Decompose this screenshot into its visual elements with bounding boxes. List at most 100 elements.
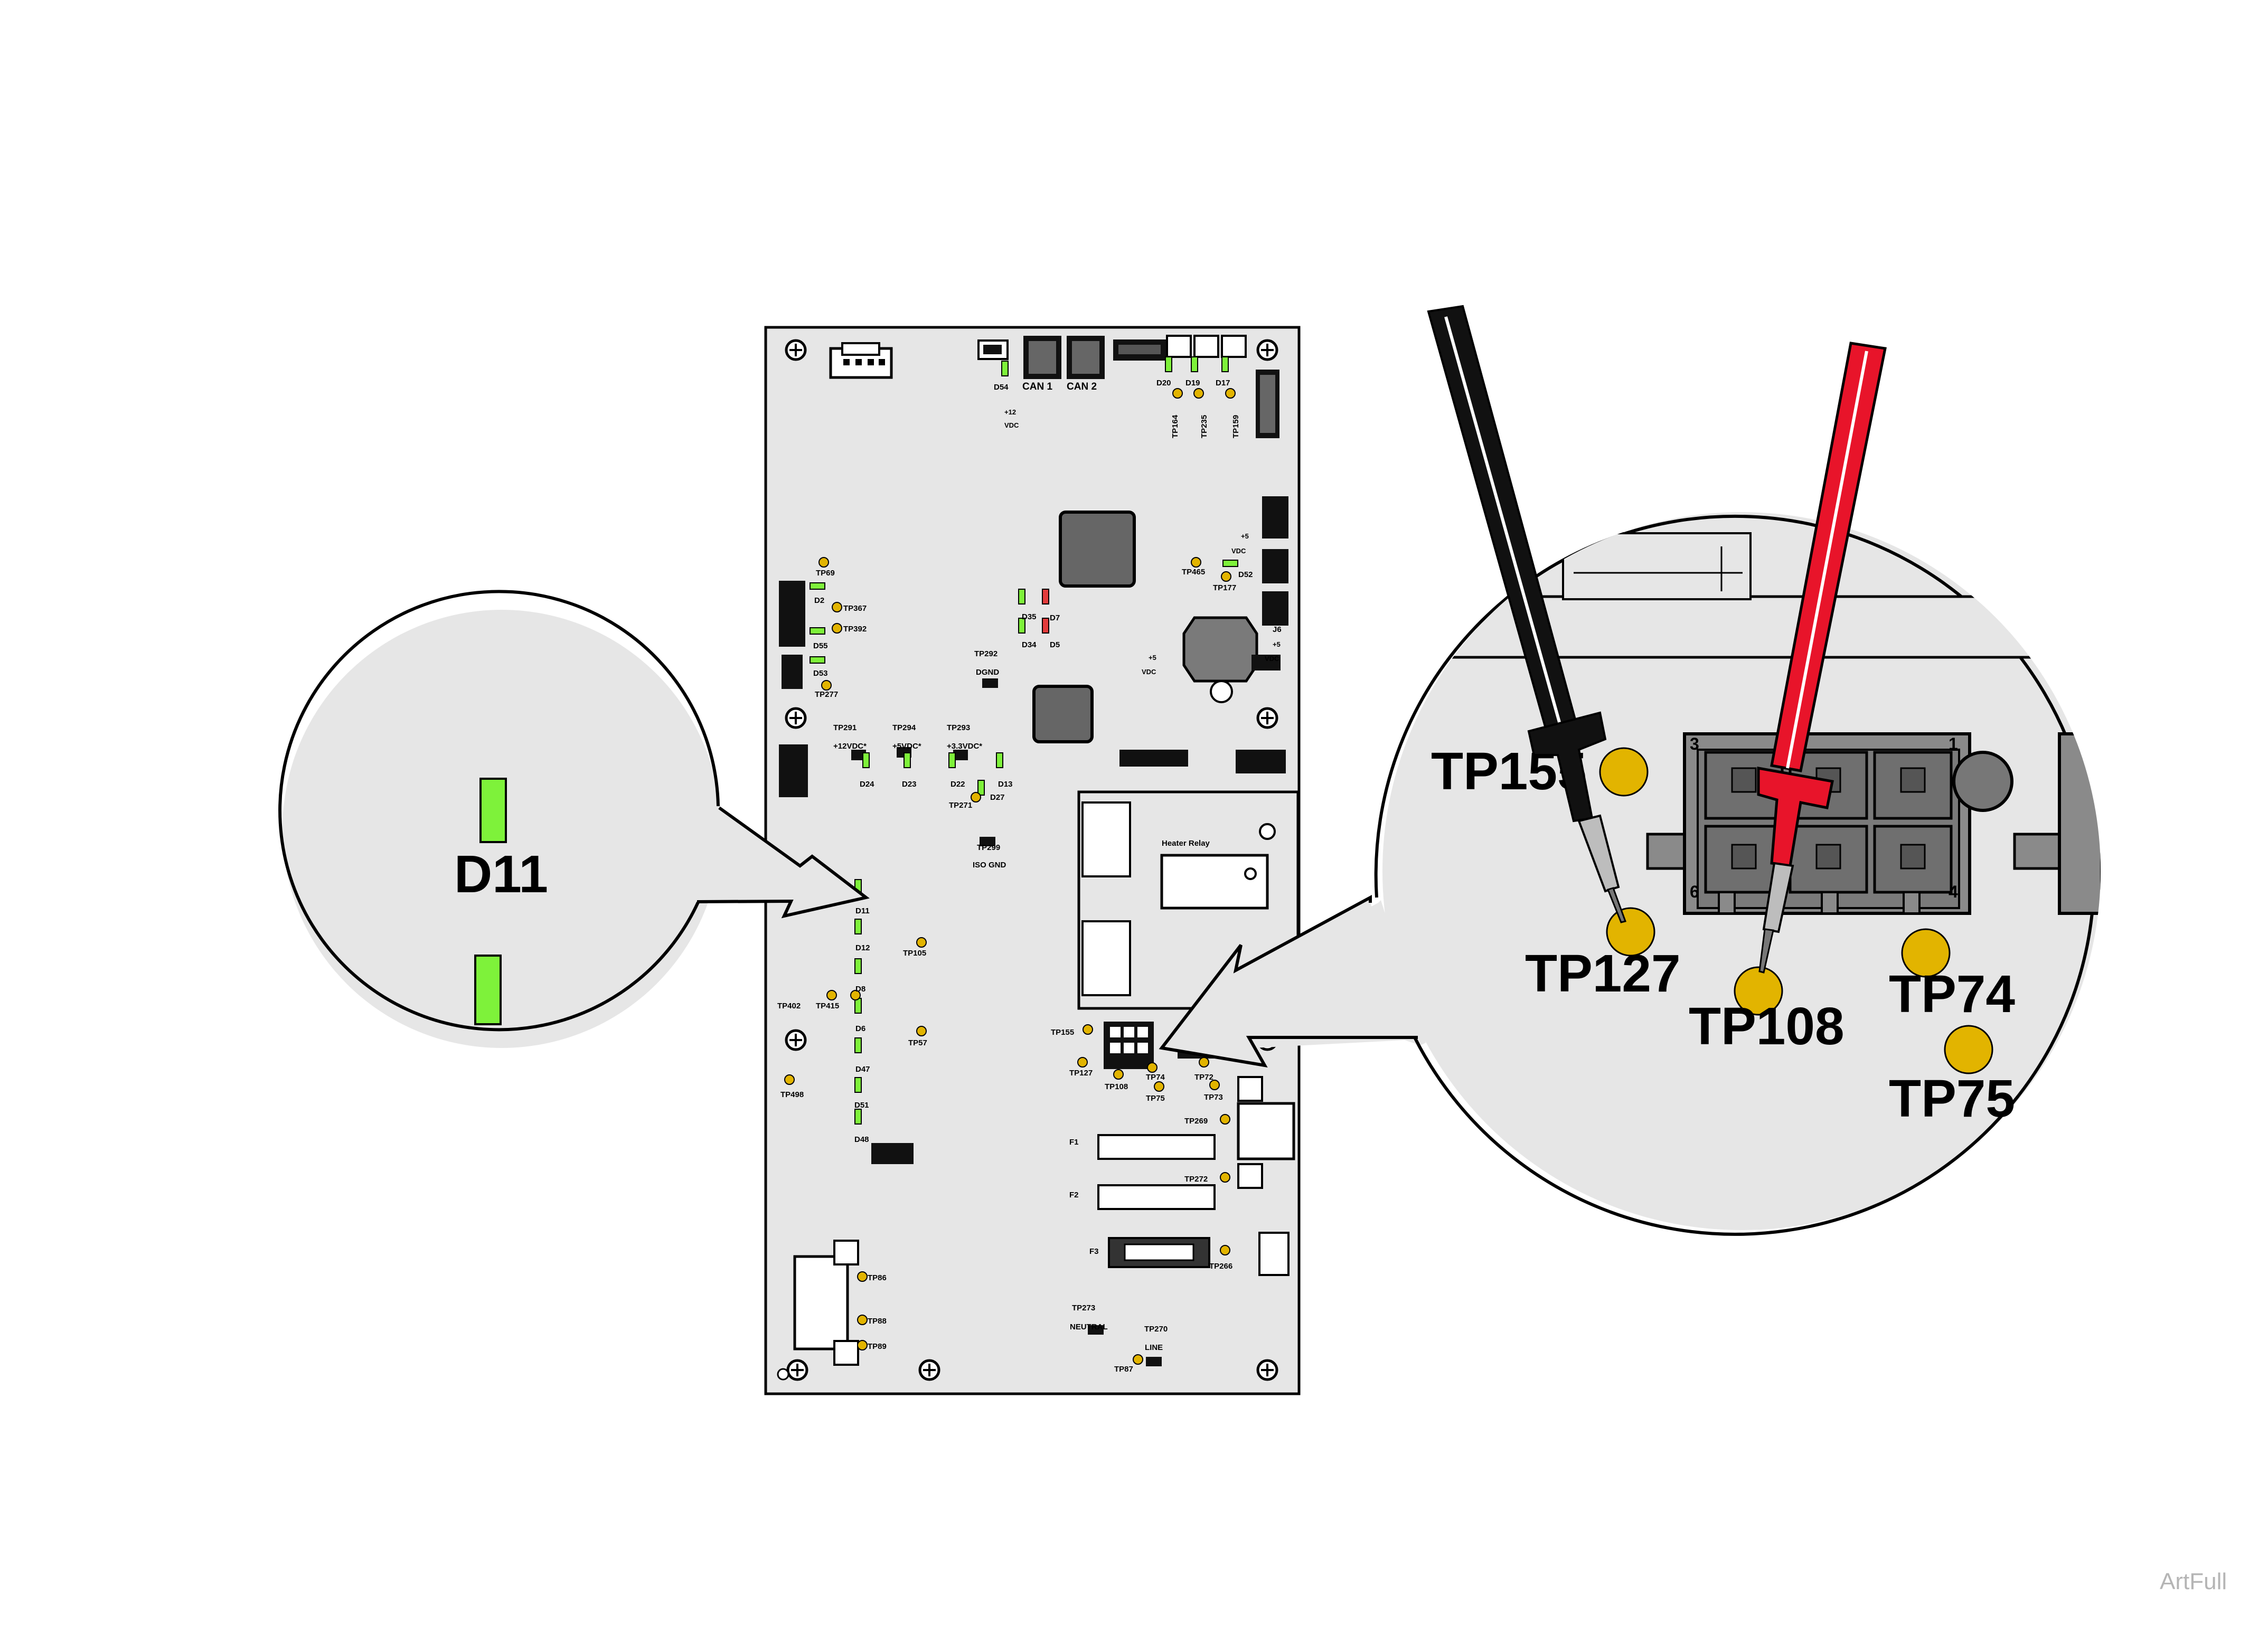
label-tp88: TP88 <box>868 1317 887 1326</box>
main-board: Heater Relay CAN 1 CAN 2 D54D20D19D17TP6… <box>764 326 1301 1395</box>
label-tp155: TP155 <box>1051 1028 1074 1037</box>
test-point-24 <box>1220 1245 1230 1255</box>
test-point-10 <box>916 937 927 948</box>
label-tp272: TP272 <box>1184 1175 1208 1184</box>
label-d48: D48 <box>854 1135 869 1144</box>
test-point-19 <box>1154 1081 1164 1092</box>
label-d8: D8 <box>855 985 865 994</box>
callout-label-tp74: TP74 <box>1889 965 2015 1024</box>
label-tp164-rot: TP164 <box>1171 414 1180 438</box>
led-d35 <box>1018 589 1025 605</box>
pin-1: 1 <box>1949 734 1958 753</box>
label-iso-gnd: ISO GND <box>973 861 1006 870</box>
test-point-25 <box>857 1271 868 1282</box>
label-tp292: TP292 <box>974 649 997 658</box>
led-d23 <box>904 752 911 768</box>
vdc-label-2: +5 <box>1241 532 1249 540</box>
test-point-27 <box>857 1340 868 1350</box>
leds <box>810 356 1238 1125</box>
test-point-11 <box>850 990 861 1000</box>
label-d34: D34 <box>1022 640 1037 649</box>
led-d5 <box>1042 618 1049 634</box>
d11-callout-label: D11 <box>454 845 548 904</box>
led-d24 <box>862 752 870 768</box>
label-tp465: TP465 <box>1182 568 1205 577</box>
label-tp75: TP75 <box>1146 1094 1165 1103</box>
d11-callout: D11 <box>278 590 870 1048</box>
label-d24: D24 <box>860 780 874 789</box>
led-d48 <box>854 1109 862 1125</box>
red-probe <box>1757 342 1887 974</box>
test-point-15 <box>1083 1024 1093 1035</box>
label-tp367: TP367 <box>843 604 867 613</box>
pin-4: 4 <box>1949 882 1958 901</box>
label-tp271: TP271 <box>949 801 972 810</box>
led-d6 <box>854 998 862 1014</box>
label-d54: D54 <box>994 383 1009 392</box>
pin-3: 3 <box>1690 734 1699 753</box>
led-d8 <box>854 958 862 974</box>
label-d52: D52 <box>1238 570 1253 579</box>
can-connectors <box>977 335 1279 438</box>
label-f1: F1 <box>1069 1138 1079 1147</box>
vdc-label-6: +5 <box>1273 640 1281 648</box>
label-tp273: TP273 <box>1072 1304 1095 1312</box>
led-d7 <box>1042 589 1049 605</box>
label-d35: D35 <box>1022 612 1037 621</box>
label-tp270: TP270 <box>1144 1325 1168 1334</box>
led-d34 <box>1018 618 1025 634</box>
test-point-12 <box>826 990 837 1000</box>
chips <box>1032 511 1286 773</box>
label-f2: F2 <box>1069 1191 1079 1199</box>
led-d27 <box>977 780 985 796</box>
label-tp108: TP108 <box>1105 1082 1128 1091</box>
test-point-26 <box>857 1315 868 1325</box>
test-point-14 <box>784 1074 795 1085</box>
test-point-4 <box>832 602 842 612</box>
label-tp57: TP57 <box>908 1038 927 1047</box>
label-tp392: TP392 <box>843 625 867 634</box>
label-tp89: TP89 <box>868 1342 887 1351</box>
label-tp266: TP266 <box>1209 1262 1232 1271</box>
label-d47: D47 <box>855 1065 870 1074</box>
test-point-17 <box>1113 1069 1124 1080</box>
label-d7: D7 <box>1050 613 1060 622</box>
label-tp415: TP415 <box>816 1002 839 1010</box>
led-d52 <box>1222 560 1238 567</box>
label-f3: F3 <box>1089 1247 1099 1256</box>
label-tp291: TP291 <box>833 723 857 732</box>
test-point-6 <box>821 680 832 691</box>
label--12vdc: +12VDC* <box>833 742 867 751</box>
label-tp277: TP277 <box>815 690 838 699</box>
vdc-label-5: VDC <box>1142 668 1156 676</box>
label-tp74: TP74 <box>1146 1073 1165 1082</box>
label-tp498: TP498 <box>780 1090 804 1099</box>
label-d5: D5 <box>1050 640 1060 649</box>
can1-label: CAN 1 <box>1022 381 1052 392</box>
label-d2: D2 <box>814 596 824 605</box>
vdc-label-0: +12 <box>1004 408 1016 416</box>
test-point-2 <box>1225 388 1236 399</box>
test-point-20 <box>1199 1057 1209 1068</box>
label-d12: D12 <box>855 943 870 952</box>
pin-6: 6 <box>1690 882 1699 901</box>
led-d53 <box>810 656 825 664</box>
test-point-5 <box>832 623 842 634</box>
test-points <box>784 388 1236 1365</box>
test-point-0 <box>1172 388 1183 399</box>
can2-label: CAN 2 <box>1067 381 1097 392</box>
test-point-22 <box>1220 1114 1230 1125</box>
label-d19: D19 <box>1185 379 1200 388</box>
test-point-9 <box>971 792 981 802</box>
label-tp86: TP86 <box>868 1273 887 1282</box>
led-d20 <box>1165 356 1172 372</box>
label-tp293: TP293 <box>947 723 970 732</box>
test-point-28 <box>1133 1354 1143 1365</box>
label-tp87: TP87 <box>1114 1365 1133 1374</box>
test-point-18 <box>1147 1062 1157 1073</box>
label-tp159-rot: TP159 <box>1231 415 1240 438</box>
test-point-8 <box>1221 571 1231 582</box>
led-d55 <box>810 627 825 635</box>
